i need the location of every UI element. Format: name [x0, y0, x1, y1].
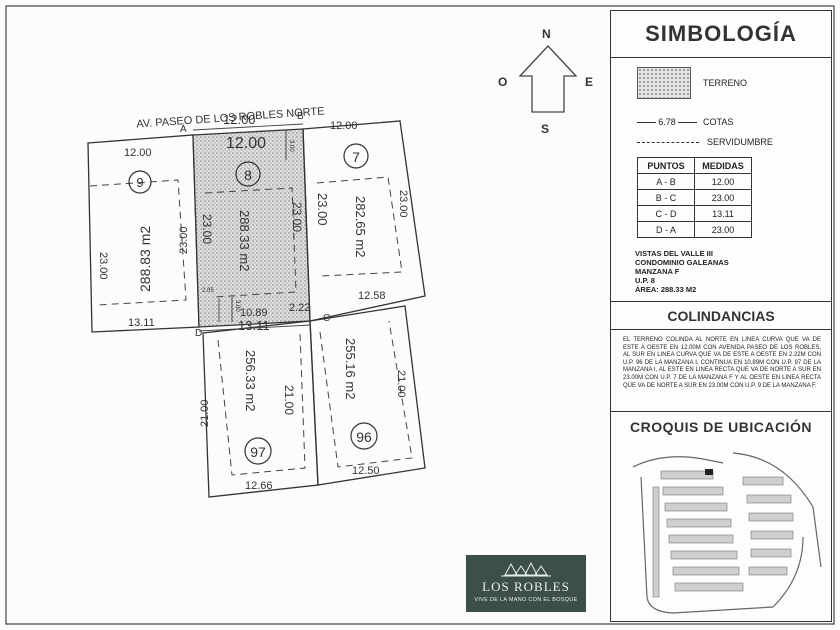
legend-title: SIMBOLOGÍA [645, 21, 797, 46]
north-block [87, 120, 426, 498]
lot-8-bottom-right-dim: 2.22 [289, 302, 310, 314]
legend-terreno-row: TERRENO [637, 67, 747, 99]
vertex-c: C [323, 313, 330, 324]
lot-7-bottom-dim: 12.58 [358, 290, 386, 302]
location-marker [705, 469, 713, 475]
table-header-row: PUNTOS MEDIDAS [637, 157, 752, 174]
lot-8-right-dim: 23.00 [290, 202, 304, 232]
dashed-line-icon [637, 141, 699, 143]
divider [611, 301, 831, 302]
table-cell-punto: A - B [637, 173, 695, 190]
table-cell-punto: C - D [637, 205, 695, 222]
table-cell-punto: B - C [637, 189, 695, 206]
vertex-b: B [297, 111, 304, 122]
table-row: D - A 23.00 [637, 221, 752, 238]
cota-line-icon: 6.78 [637, 117, 697, 127]
info-area: ÁREA: 288.33 M2 [635, 285, 697, 294]
lot-8-number: 8 [244, 167, 252, 183]
lot-7-top-dim: 12.00 [330, 120, 358, 132]
lot-9-bottom-dim: 13.11 [128, 317, 155, 329]
lot-8-bottom-inner-dim: 10.89 [240, 307, 268, 319]
lot-96-outline [309, 305, 426, 486]
sheet-frame [5, 5, 835, 625]
table-row: A - B 12.00 [637, 173, 752, 190]
table-cell-medida: 13.11 [694, 205, 752, 222]
table-header-medidas: MEDIDAS [694, 157, 752, 174]
table-row: B - C 23.00 [637, 189, 752, 206]
lot-96-right-dim: 21.00 [395, 370, 407, 398]
logo-tagline: VIVE DE LA MANO CON EL BOSQUE [474, 597, 578, 603]
colindancias-text: EL TERRENO COLINDA AL NORTE EN LINEA CUR… [623, 337, 821, 389]
lot-9-number: 9 [136, 175, 143, 190]
lot-8-area: 288.33 m2 [237, 210, 252, 271]
table-cell-medida: 23.00 [694, 221, 752, 238]
lot-info: VISTAS DEL VALLE III CONDOMINIO GALEANAS… [635, 249, 729, 294]
measures-table: PUNTOS MEDIDAS A - B 12.00 B - C 23.00 C… [637, 157, 752, 238]
legend-cotas-label: COTAS [703, 117, 734, 127]
location-sketch-map [632, 452, 822, 614]
table-cell-punto: D - A [637, 221, 695, 238]
info-block: MANZANA F [635, 267, 680, 276]
dimension-lines [192, 123, 311, 332]
table-header-puntos: PUNTOS [637, 157, 695, 174]
compass-south: S [541, 122, 549, 136]
lot-8-corner-sw2: 3.00 [234, 300, 240, 312]
divider [611, 57, 831, 58]
colindancias-title: COLINDANCIAS [667, 308, 775, 324]
lot-8-bottom-outer-dim: 13.11 [238, 318, 270, 333]
lot-7-right-dim: 23.00 [397, 190, 409, 218]
servidumbre-lines [89, 176, 413, 476]
legend-panel: SIMBOLOGÍA TERRENO 6.78 COTAS SERVIDUMBR… [610, 10, 832, 622]
table-cell-medida: 12.00 [694, 173, 752, 190]
terrain-swatch-icon [637, 67, 691, 99]
lot-8-corner-sw: 2.05 [202, 288, 214, 294]
los-robles-logo: LOS ROBLES VIVE DE LA MANO CON EL BOSQUE [466, 555, 586, 612]
lot-7-left-dim: 23.00 [315, 193, 330, 226]
info-development: VISTAS DEL VALLE III [635, 249, 713, 258]
divider [611, 329, 831, 330]
lot-7-outline [302, 120, 426, 322]
trees-logo-icon [501, 561, 551, 577]
lot-97-bottom-dim: 12.66 [245, 480, 273, 492]
croquis-title: CROQUIS DE UBICACIÓN [630, 419, 812, 435]
lot-96-number: 96 [356, 429, 372, 445]
table-cell-medida: 23.00 [694, 189, 752, 206]
lot-96-area: 255.16 m2 [343, 338, 358, 399]
info-unit: U.P. 8 [635, 276, 655, 285]
lot-97-right-dim: 21.00 [282, 385, 296, 415]
divider [611, 411, 831, 412]
legend-cotas-row: 6.78 COTAS [637, 117, 733, 127]
lot-9-right-dim: 23.00 [178, 226, 190, 254]
compass-arrow-icon [518, 45, 578, 113]
compass-north: N [542, 27, 551, 41]
lot-96-bottom-dim: 12.50 [352, 465, 380, 477]
compass-west: O [498, 75, 507, 89]
lot-97-number: 97 [250, 444, 266, 460]
lot-8-corner-ne: 3.00 [288, 140, 294, 152]
legend-servidumbre-row: SERVIDUMBRE [637, 137, 773, 147]
table-row: C - D 13.11 [637, 205, 752, 222]
lot-8-left-dim: 23.00 [200, 214, 214, 244]
legend-terreno-label: TERRENO [703, 78, 748, 88]
lot-7-number: 7 [352, 149, 360, 165]
north-arrow: N S E O [498, 27, 593, 136]
vertex-d: D [195, 328, 202, 339]
compass-east: E [585, 75, 593, 89]
info-condominium: CONDOMINIO GALEANAS [635, 258, 729, 267]
legend-servidumbre-label: SERVIDUMBRE [707, 137, 773, 147]
lot-number-markers [128, 143, 378, 465]
lot-9-area: 288.83 m2 [137, 226, 153, 292]
lot-97-area: 256.33 m2 [243, 350, 258, 411]
lot-9-top-dim: 12.00 [124, 147, 152, 159]
lot-8-top-inner-dim: 12.00 [226, 135, 266, 152]
cota-sample-value: 6.78 [656, 117, 678, 127]
lot-97-left-dim: 21.00 [199, 399, 211, 427]
vertex-a: A [180, 124, 187, 135]
lot-9-left-dim: 23.00 [97, 252, 109, 280]
lot-8-top-outer-dim: 12.00 [223, 112, 256, 127]
lot-7-area: 282.65 m2 [353, 196, 368, 257]
logo-name: LOS ROBLES [482, 579, 570, 594]
